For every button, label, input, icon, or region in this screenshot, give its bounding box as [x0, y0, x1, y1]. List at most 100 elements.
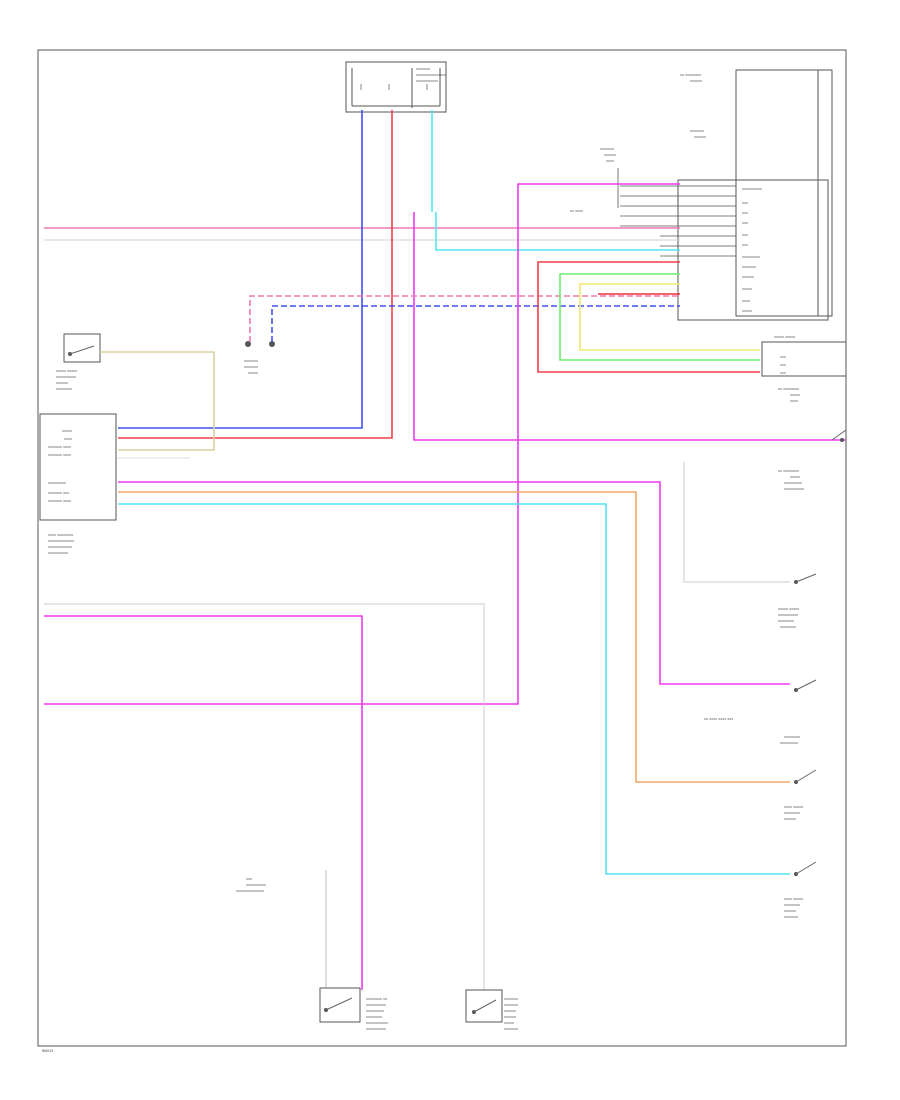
svg-text:xxxx xxxxxxxx: xxxx xxxxxxxx: [48, 533, 73, 537]
svg-text:xxxxxxx: xxxxxxx: [504, 1027, 518, 1031]
right-switch-1: xx xxxxxxxx xxxxx xxxx xx xxxxxxxx xxxxx…: [778, 387, 847, 491]
svg-text:xxxxxx: xxxxxx: [504, 1015, 516, 1019]
top-module: xxxxxxx xxxxxxxxxxxxxxx xxxxxxxxxxx xxx …: [345, 61, 447, 113]
svg-text:xxx: xxx: [742, 243, 748, 247]
svg-text:xxx: xxx: [742, 201, 748, 205]
svg-text:xxxxxx: xxxxxx: [504, 1009, 516, 1013]
wire-gray-left: [44, 603, 485, 990]
svg-text:xx xxxxxxxx: xx xxxxxxxx: [778, 387, 799, 391]
svg-text:xxxxxxxxx: xxxxxxxxx: [48, 481, 66, 485]
right-switch-4: xxxx xxxxx xxxxxxxx xxxxxx: [784, 769, 817, 821]
wire-orange: [118, 491, 790, 783]
svg-text:xxxx: xxxx: [742, 299, 750, 303]
svg-text:xxxxx: xxxxx: [742, 309, 752, 313]
svg-text:xxxxxxxx: xxxxxxxx: [784, 811, 800, 815]
svg-text:xxxxxxxxxx: xxxxxxxxxx: [366, 1003, 386, 1007]
svg-text:xxxxxxxxxx: xxxxxxxxxx: [742, 187, 762, 191]
svg-text:xxxxxxx: xxxxxxx: [244, 359, 258, 363]
right-switch-2: xxxxx xxxxx xxxxxxxxxx xxxxxxxx xxxxxxxx: [778, 573, 817, 629]
bottom-switch-left: xxxxxxxx xx xxxxxxxxxx xxxxxxxxx xxxxxxx…: [236, 877, 388, 1031]
svg-text:xxxxxxxxxx: xxxxxxxxxx: [778, 613, 798, 617]
svg-text:xxxxxxxxxxx: xxxxxxxxxxx: [366, 1021, 388, 1025]
svg-text:xxx: xxx: [780, 355, 786, 359]
svg-text:xxxxxxxxxx: xxxxxxxxxx: [784, 487, 804, 491]
wire-gray-right: [683, 462, 790, 583]
svg-text:xxxxxx: xxxxxx: [742, 275, 754, 279]
upper-connector: xxxxxxx xxxxxx xxxx xx xxxx: [570, 147, 616, 213]
svg-text:xxxxxx: xxxxxx: [784, 909, 796, 913]
svg-text:xxx: xxx: [742, 211, 748, 215]
svg-text:xxxxxxxx: xxxxxxxx: [778, 619, 794, 623]
left-control-module: xxxxx xxxx xxxxxxx xxxx xxxxxxx xxxx xxx…: [39, 413, 117, 555]
lower-right-module: xxxxx xxxxx xxx xxx xxx: [761, 335, 847, 377]
svg-text:xxxxxxx: xxxxxxx: [504, 1003, 518, 1007]
svg-text:xxxxxxx xxx: xxxxxxx xxx: [48, 491, 69, 495]
svg-text:xxxxxx: xxxxxx: [56, 381, 68, 385]
svg-text:xxxxxxxxxx: xxxxxxxxxx: [246, 883, 266, 887]
svg-text:xxxxxxx: xxxxxxx: [690, 129, 704, 133]
svg-text:xxxxxxx xxxx: xxxxxxx xxxx: [48, 445, 71, 449]
right-control-module: xx xxxxxxxx xxxxxx xxxxxxx xxxxxx xxxxxx…: [677, 69, 833, 321]
svg-text:xxxxxxx xxxx: xxxxxxx xxxx: [48, 453, 71, 457]
svg-text:xxxxxx: xxxxxx: [784, 817, 796, 821]
svg-text:xxxxxxxxxx: xxxxxxxxxx: [366, 1027, 386, 1031]
svg-text:xx xxxx xxxx xxx: xx xxxx xxxx xxx: [704, 717, 733, 721]
svg-text:xxxx xxxxx: xxxx xxxxx: [784, 897, 803, 901]
wire-red: [118, 110, 393, 439]
svg-text:xxxx: xxxx: [64, 437, 72, 441]
svg-text:xxxxxxx: xxxxxxx: [244, 365, 258, 369]
svg-text:xxx: xxx: [742, 221, 748, 225]
wire-blue-mid: [271, 305, 680, 342]
svg-text:xxxxxxxxx: xxxxxxxxx: [780, 741, 798, 745]
svg-text:xxxxx: xxxxx: [742, 287, 752, 291]
svg-text:xxxxx: xxxxx: [62, 429, 72, 433]
svg-text:xxxxx: xxxxx: [790, 393, 800, 397]
svg-text:xxxxxx: xxxxxx: [694, 135, 706, 139]
wire-magenta-lower: [118, 481, 790, 685]
svg-text:xxxxxxxx: xxxxxxxx: [780, 625, 796, 629]
svg-text:xxxxx xxxxx: xxxxx xxxxx: [778, 607, 799, 611]
svg-text:xxxxxxx: xxxxxxx: [416, 67, 430, 71]
svg-text:xxx: xxx: [387, 84, 391, 90]
svg-text:xxxxxxxx: xxxxxxxx: [784, 903, 800, 907]
switch-icon: [840, 438, 844, 442]
svg-text:xxxxx xxxxx: xxxxx xxxxx: [774, 335, 795, 339]
diagram-number: W0023: [42, 1049, 53, 1053]
wire-cyan-top: [431, 110, 680, 251]
svg-text:xxxxxxx xxxx: xxxxxxx xxxx: [48, 499, 71, 503]
svg-text:xxxxxxx: xxxxxxx: [600, 147, 614, 151]
svg-text:xxxx: xxxx: [790, 399, 798, 403]
bottom-switch-right: xxxxxxx xxxxxxx xxxxxx xxxxxx xxxxx xxxx…: [465, 989, 518, 1031]
right-switch-5: xxxx xxxxx xxxxxxxx xxxxxx xxxxxxx: [784, 861, 817, 919]
svg-text:xxxxxxx: xxxxxxx: [742, 265, 756, 269]
svg-text:xxxxxxxxx: xxxxxxxxx: [366, 1009, 384, 1013]
wire-magenta-long: [44, 183, 680, 705]
svg-text:xxxxxxxxxxxxxxx: xxxxxxxxxxxxxxx: [416, 73, 446, 77]
svg-text:xxx: xxx: [742, 233, 748, 237]
svg-text:xxxxxxxxxxxxxx: xxxxxxxxxxxxxx: [236, 889, 264, 893]
wire-magenta-upper: [413, 212, 846, 441]
svg-text:xx xxxx: xx xxxx: [570, 209, 583, 213]
wire-yellow-bundle: [579, 283, 760, 351]
wire-blue: [118, 110, 363, 429]
svg-text:xxxxxx: xxxxxx: [604, 153, 616, 157]
svg-text:xxx: xxx: [246, 877, 252, 881]
svg-text:xxxxx: xxxxx: [504, 1021, 514, 1025]
svg-text:xxxxxxxx xx: xxxxxxxx xx: [366, 997, 387, 1001]
svg-text:xxxxxxxx: xxxxxxxx: [784, 735, 800, 739]
wire-pink-mid: [249, 295, 680, 342]
wire-cyan-lower: [118, 503, 790, 875]
svg-text:xxxxxxxx: xxxxxxxx: [56, 387, 72, 391]
wire-red-bundle: [537, 261, 760, 373]
svg-text:xxxxxxxxxx: xxxxxxxxxx: [48, 551, 68, 555]
right-switch-3: xx xxxx xxxx xxx xxxxxxxx xxxxxxxxx: [704, 679, 817, 745]
svg-text:xx xxxxxxxx: xx xxxxxxxx: [778, 469, 799, 473]
wire-magenta-left: [44, 615, 363, 990]
svg-text:xxx: xxx: [780, 371, 786, 375]
svg-text:xxxxxxxx: xxxxxxxx: [366, 1015, 382, 1019]
ground-junction: xxxxxxx xxxxxxx xxxxx: [244, 341, 275, 375]
svg-text:xxxxxxx: xxxxxxx: [504, 997, 518, 1001]
diagram-frame: [37, 49, 847, 1047]
svg-text:xxx: xxx: [359, 84, 363, 90]
